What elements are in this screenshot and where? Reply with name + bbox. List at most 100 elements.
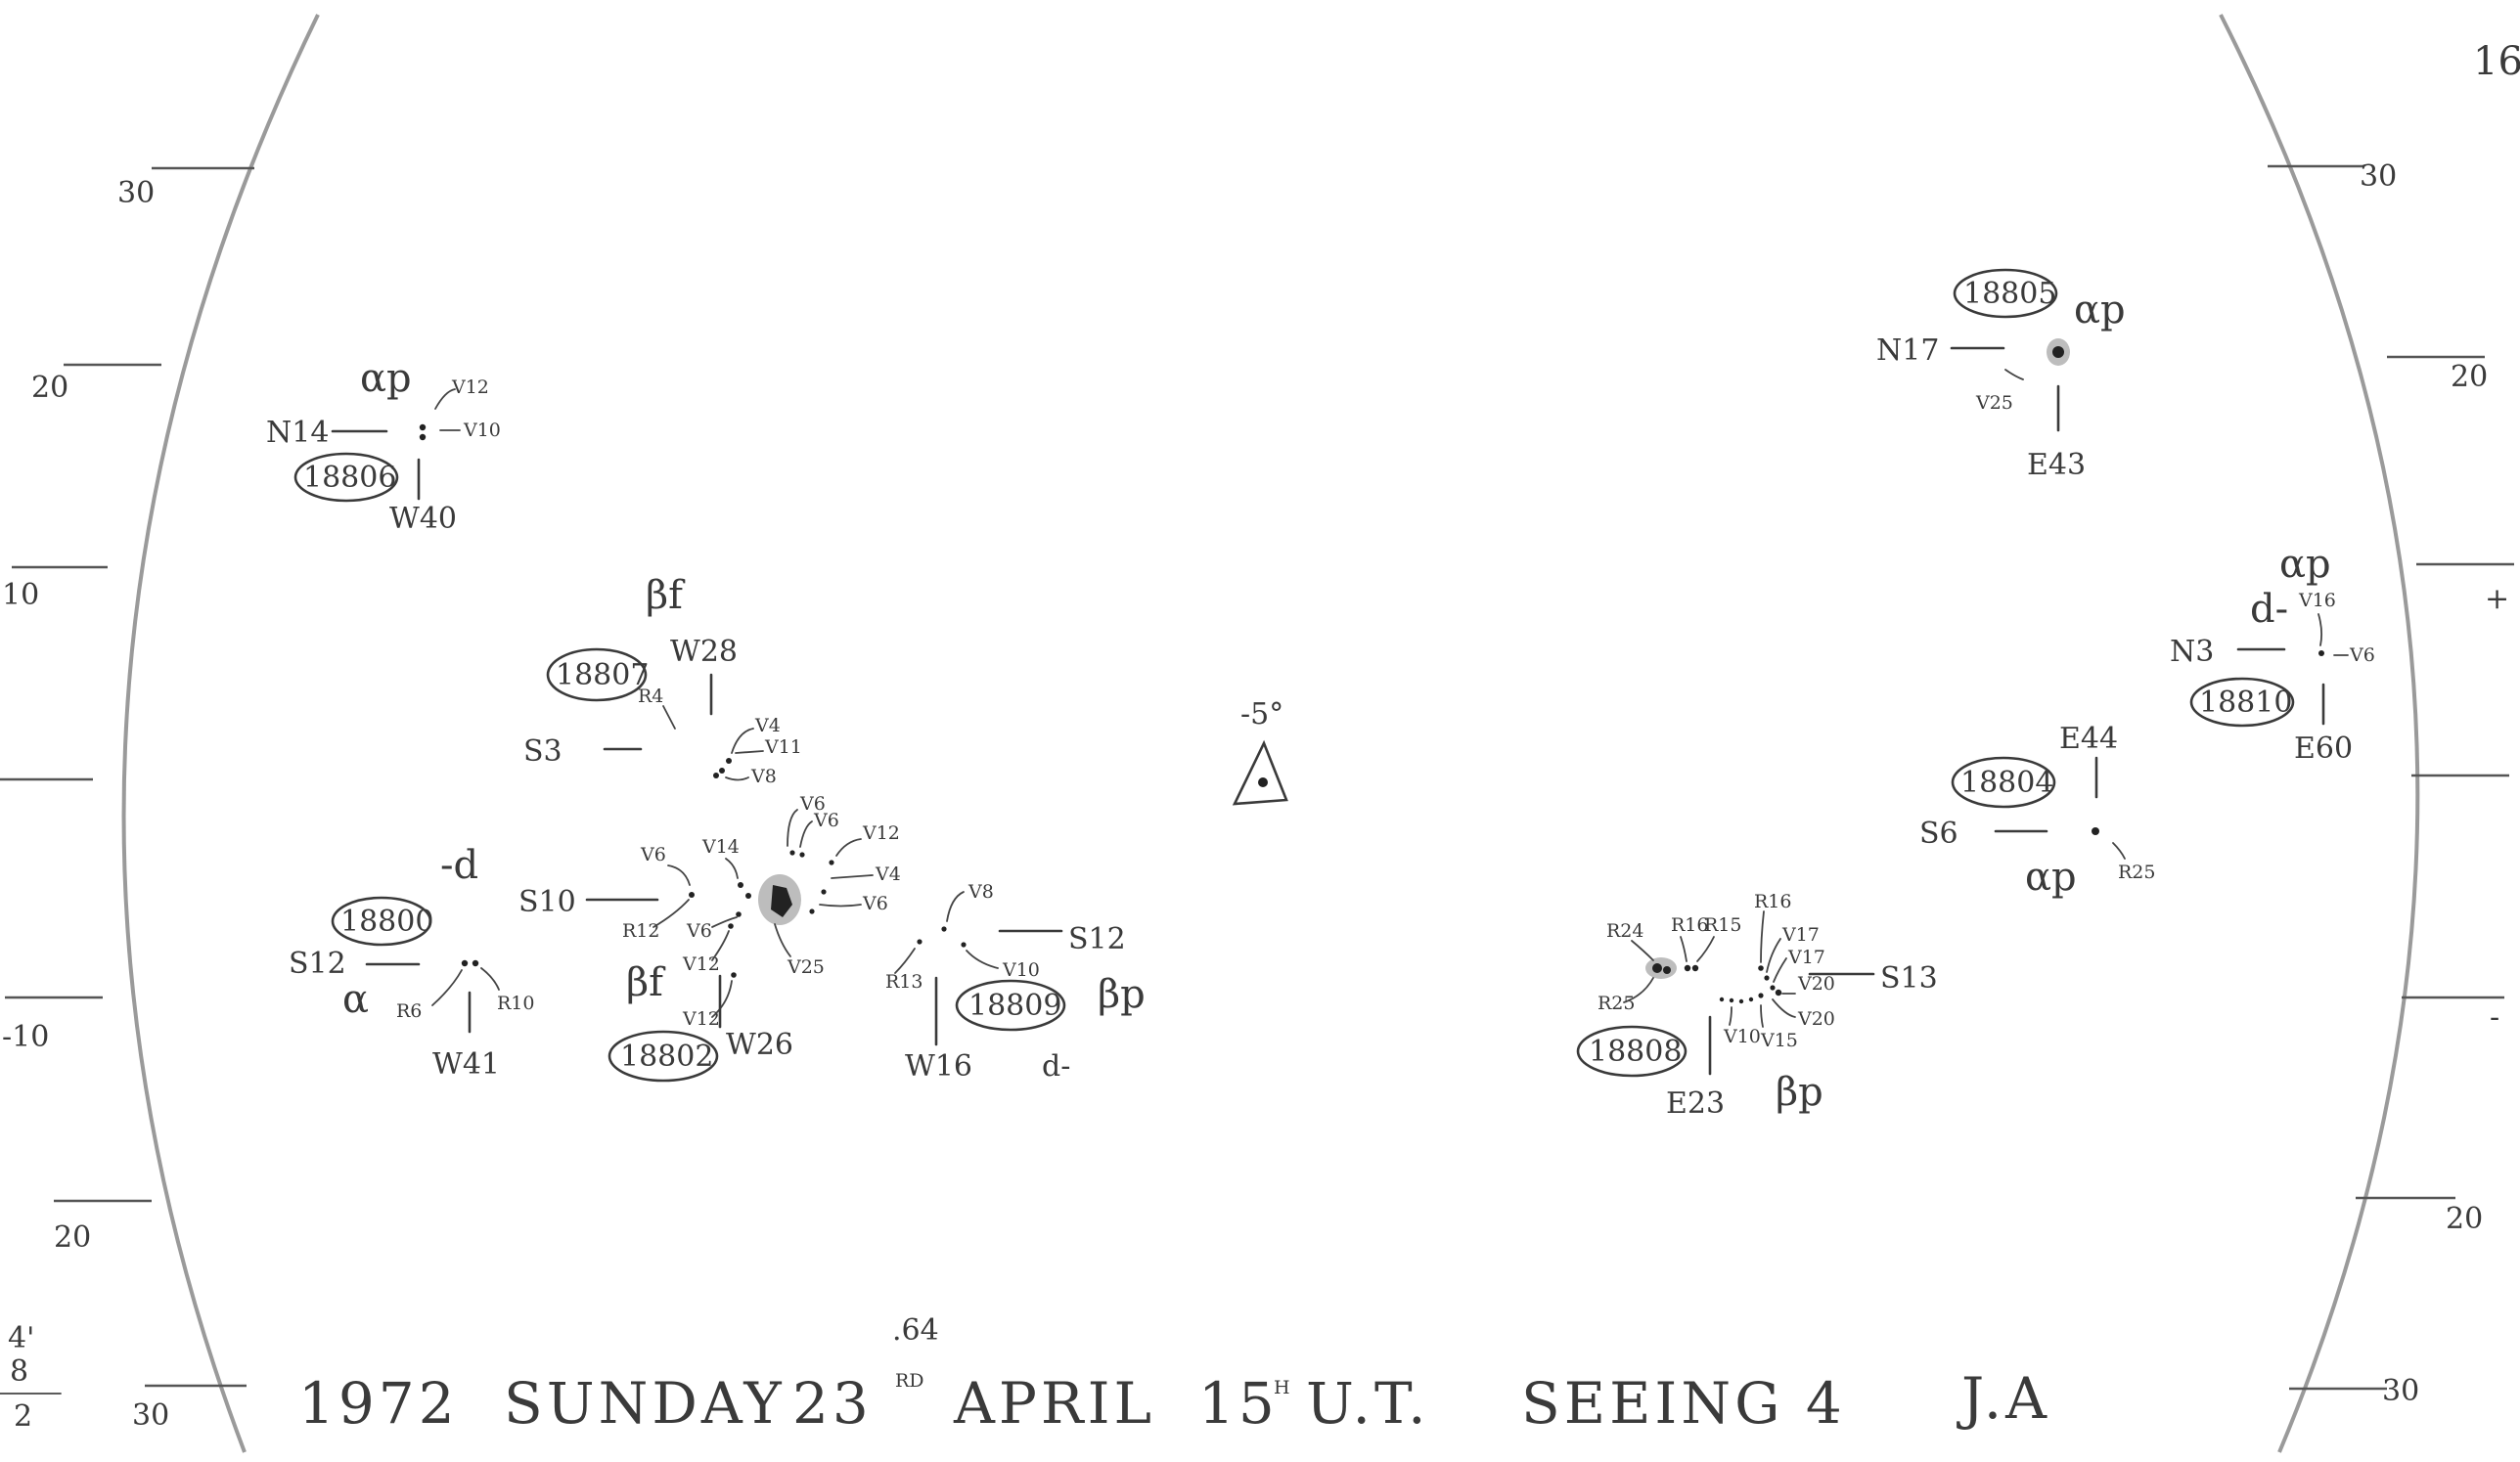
spot-label: V10 <box>1723 1026 1761 1047</box>
spot-leader <box>431 969 463 1006</box>
sunspot <box>2318 650 2324 656</box>
spot-label: V6 <box>2349 644 2375 666</box>
group-18800: -d 18800 S12 α R6 R10 W41 <box>289 843 534 1082</box>
sunspot <box>789 850 795 856</box>
group-number-oval <box>1576 1025 1688 1078</box>
sunspot <box>1764 975 1770 981</box>
group-latitude: S6 <box>1919 817 1958 851</box>
spot-label: R13 <box>885 971 922 993</box>
edge-fragment: 8 <box>10 1354 28 1389</box>
caption-observer: J.A <box>1957 1365 2050 1432</box>
right-tick-label: 20 <box>2446 1202 2483 1236</box>
spot-leader <box>2318 613 2323 646</box>
spot-label: V12 <box>862 822 900 844</box>
group-class: βf <box>646 573 686 618</box>
right-tick-label: + <box>2485 582 2509 616</box>
spot-label: V8 <box>968 881 994 903</box>
sunspot <box>1684 964 1691 972</box>
spot-leader <box>652 899 690 928</box>
spot-leader <box>1766 938 1781 973</box>
spot-label: V12 <box>682 1008 720 1030</box>
spot-label: V25 <box>787 956 825 978</box>
group-latitude: N17 <box>1876 333 1939 368</box>
group-number: 18810 <box>2199 686 2292 720</box>
spot-leader <box>711 930 730 961</box>
sunspot <box>719 768 725 774</box>
sunspot <box>472 959 479 967</box>
sunspot <box>713 773 719 778</box>
group-number: 18806 <box>303 461 396 495</box>
group-18804: E44 18804 S6 R25 αp <box>1919 722 2155 900</box>
right-limb-arc <box>2219 14 2420 1453</box>
group-18802: S10 V6 V14 R12 V6 V12 V12 V25 V6 V6 V12 <box>518 793 901 1083</box>
left-tick-label: 20 <box>54 1220 91 1255</box>
center-dot <box>1258 777 1268 787</box>
sunspot <box>821 889 827 895</box>
sunspot <box>726 758 732 764</box>
spot-leader <box>835 838 862 857</box>
group-latitude: S12 <box>1068 922 1126 956</box>
group-number: 18805 <box>1963 277 2056 311</box>
right-tick-label: 30 <box>2360 159 2397 194</box>
sunspot <box>1748 997 1754 1002</box>
sunspot <box>1758 993 1764 998</box>
spot-label: V20 <box>1797 1008 1835 1030</box>
spot-label: V17 <box>1787 947 1825 968</box>
left-scale: 30 20 10 -10 20 30 4' 8 2 <box>0 166 254 1434</box>
group-class: αp <box>2025 855 2077 900</box>
spot-leader <box>480 967 500 991</box>
spot-leader <box>819 904 862 908</box>
center-marker: -5° <box>1232 697 1288 806</box>
spot-leader <box>799 820 813 848</box>
spot-label: V10 <box>1002 959 1040 981</box>
sunspot <box>941 926 947 932</box>
group-class: αp <box>2074 288 2126 332</box>
group-class-extra: d- <box>2250 587 2288 632</box>
spot-label: V11 <box>764 736 802 758</box>
group-class: βp <box>1776 1070 1823 1115</box>
sunspot <box>1775 989 1782 997</box>
sunspot <box>419 423 427 431</box>
sunspot <box>809 908 815 914</box>
group-class-extra: d- <box>1042 1049 1070 1084</box>
spot-label: V10 <box>463 420 501 441</box>
spot-label: R16 <box>1671 914 1708 936</box>
group-class: α <box>342 977 369 1022</box>
sunspot-leader <box>771 885 792 917</box>
spot-label: V12 <box>682 953 720 975</box>
group-number-oval <box>1953 268 2058 319</box>
spot-leader <box>1680 936 1688 962</box>
spot-label: V25 <box>1975 392 2013 414</box>
spot-leader <box>1773 957 1787 983</box>
spot-label: V8 <box>750 766 777 787</box>
sunspot <box>728 923 734 929</box>
group-latitude: N14 <box>266 416 329 450</box>
spot-leader <box>434 388 456 410</box>
group-longitude: W16 <box>905 1049 972 1084</box>
spot-label: R25 <box>2118 862 2155 883</box>
spot-label: V6 <box>799 793 826 815</box>
sunspot <box>689 892 695 898</box>
spot-label: V6 <box>640 844 666 865</box>
spot-label: V6 <box>686 920 712 942</box>
sunspot <box>2092 827 2099 835</box>
group-latitude: S12 <box>289 947 346 981</box>
right-tick-label: 20 <box>2451 360 2488 394</box>
sunspot <box>1738 998 1744 1004</box>
group-number-oval <box>331 896 432 947</box>
sunspot <box>1758 965 1764 971</box>
spot-label: R4 <box>638 686 663 707</box>
group-18810: αp d- V16 N3 V6 18810 E60 <box>2170 542 2375 766</box>
group-latitude: N3 <box>2170 635 2214 669</box>
group-number-oval <box>293 452 399 503</box>
caption-date-fraction: .64 <box>892 1313 939 1348</box>
right-scale: 30 20 + - 20 30 <box>2268 159 2514 1408</box>
spot-label: R15 <box>1704 914 1741 936</box>
group-number: 18808 <box>1589 1035 1682 1069</box>
group-longitude: E43 <box>2027 448 2086 482</box>
group-longitude: W26 <box>726 1028 793 1062</box>
spot-leader <box>711 916 738 928</box>
spot-leader <box>2112 842 2126 860</box>
sunspot <box>1729 997 1734 1003</box>
group-longitude: E44 <box>2059 722 2118 756</box>
